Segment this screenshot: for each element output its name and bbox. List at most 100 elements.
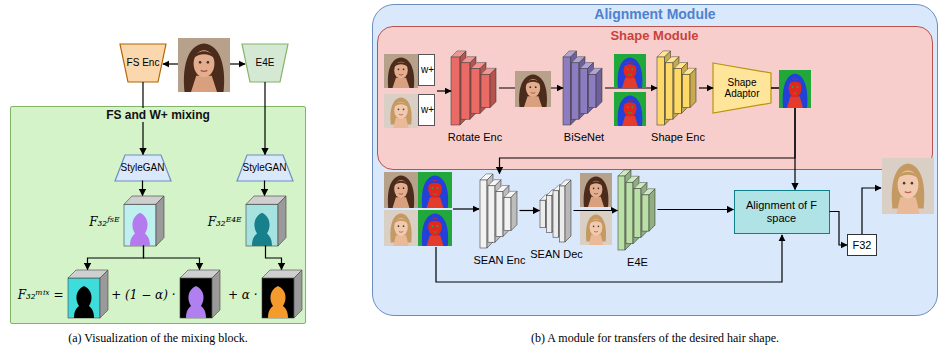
adaptor-trapezoid: Shape Adaptor — [713, 63, 771, 113]
face-photo — [882, 158, 934, 214]
node-label: w+ — [419, 104, 434, 116]
network-block: Shape Enc — [657, 51, 699, 125]
generator-trapezoid: StyleGAN — [237, 155, 293, 181]
layer-stack — [618, 170, 658, 250]
connector-arrow — [574, 210, 618, 211]
module-panel: Alignment ModuleShape Module w+ w+ Rotate E… — [372, 4, 938, 316]
panel-title: Shape Module — [606, 28, 702, 44]
math-label: F₃₂ᶠˢᴱ — [89, 215, 119, 229]
label-holder: BiSeNet — [564, 127, 604, 145]
label-holder: Rotate Enc — [448, 127, 502, 145]
segmentation-mask — [418, 172, 452, 208]
connector-arrow — [144, 246, 200, 270]
connector-arrow — [658, 209, 734, 210]
label-holder: F₃₂ᴱ⁴ᴱ — [208, 212, 242, 230]
connector-arrow — [264, 181, 265, 196]
block-label: BiSeNet — [564, 131, 604, 143]
node-label: w+ — [419, 64, 434, 76]
node-label: E4E — [242, 57, 288, 69]
label-holder: SEAN Dec — [530, 244, 583, 262]
segmentation-mask — [614, 54, 646, 88]
node-label: Alignment of F space — [735, 199, 829, 224]
alignment-box: Alignment of F space — [734, 190, 830, 234]
label-holder: + (1 − α) · — [111, 285, 175, 303]
label-holder: F₃₂ᵐⁱˣ = — [18, 285, 64, 303]
input-arrow — [437, 90, 451, 91]
layer-stack — [657, 51, 699, 125]
feature-cube: + α · — [262, 270, 302, 318]
connector-arrow — [142, 82, 143, 155]
label-holder: SEAN Enc — [474, 250, 526, 268]
network-block: Rotate Enc — [451, 51, 499, 125]
module-panel: Shape Modulew+w+Rotate EncBiSeNetShape E… — [377, 26, 933, 170]
node-label: Shape Adaptor — [713, 77, 771, 100]
face-photo — [384, 94, 418, 128]
math-label: + α · — [228, 288, 258, 302]
label-holder: E4E — [627, 252, 648, 270]
math-label: + (1 − α) · — [111, 288, 175, 302]
label-holder: Shape Enc — [651, 127, 705, 145]
encoder-trapezoid: E4E — [242, 44, 288, 82]
face-photo — [384, 210, 418, 246]
latent-box: w+ — [418, 94, 435, 126]
feature-box: F32 — [847, 234, 877, 256]
connector-arrow — [142, 181, 143, 196]
feature-cube: + (1 − α) · — [180, 270, 220, 318]
panel-title: Alignment Module — [590, 6, 719, 23]
connector-arrow — [266, 246, 282, 270]
segmentation-mask — [614, 92, 646, 126]
face-photo — [384, 54, 418, 88]
block-label: Shape Enc — [651, 131, 705, 143]
math-label: F₃₂ᵐⁱˣ = — [18, 288, 64, 302]
layer-stack — [480, 174, 520, 248]
connector-arrow — [699, 87, 713, 88]
subfigure-caption: (a) Visualization of the mixing block. — [68, 331, 248, 345]
mixing-panel: FS and W+ mixingStyleGANStyleGANF₃₂ᶠˢᴱF₃… — [10, 106, 306, 324]
layer-stack — [451, 51, 499, 125]
feature-cube: F₃₂ᶠˢᴱ — [124, 196, 164, 246]
output-arrow — [862, 188, 881, 234]
node-label: FS Enc — [120, 57, 166, 69]
block-label: SEAN Enc — [474, 254, 526, 266]
cube-shape — [262, 270, 302, 318]
math-label: F₃₂ᴱ⁴ᴱ — [208, 215, 242, 229]
latent-box: w+ — [418, 54, 435, 86]
feature-cube: F₃₂ᴱ⁴ᴱ — [246, 196, 286, 246]
connector-arrow — [88, 246, 144, 270]
subfigure-caption: (b) A module for transfers of the desire… — [531, 331, 779, 345]
block-label: E4E — [627, 256, 648, 268]
layer-stack — [563, 51, 605, 125]
cube-shape — [180, 270, 220, 318]
input-arrow — [230, 63, 245, 64]
block-label: Rotate Enc — [448, 131, 502, 143]
network-block: SEAN Dec — [540, 180, 574, 242]
node-label: StyleGAN — [115, 162, 171, 174]
network-block: E4E — [618, 170, 658, 250]
generator-trapezoid: StyleGAN — [115, 155, 171, 181]
face-photo — [580, 211, 612, 245]
cube-shape — [246, 196, 286, 246]
network-block: BiSeNet — [563, 51, 605, 125]
segmentation-mask — [779, 70, 811, 108]
encoder-trapezoid: FS Enc — [120, 44, 166, 82]
panel-title: FS and W+ mixing — [102, 108, 214, 122]
network-block: SEAN Enc — [480, 174, 520, 248]
feature-cube: F₃₂ᵐⁱˣ = — [68, 270, 108, 318]
cube-shape — [124, 196, 164, 246]
node-label: F32 — [848, 239, 876, 252]
connector-arrow — [520, 210, 540, 211]
connector-arrow — [830, 212, 848, 246]
caption-holder: (b) A module for transfers of the desire… — [372, 328, 938, 346]
layer-stack — [540, 180, 574, 242]
caption-holder: (a) Visualization of the mixing block. — [0, 328, 316, 346]
face-photo — [384, 172, 418, 208]
face-photo — [580, 173, 612, 207]
label-holder: + α · — [228, 285, 258, 303]
input-arrow — [453, 208, 479, 209]
face-photo — [515, 71, 551, 107]
connector-arrow — [264, 82, 265, 155]
label-holder: F₃₂ᶠˢᴱ — [89, 212, 119, 230]
